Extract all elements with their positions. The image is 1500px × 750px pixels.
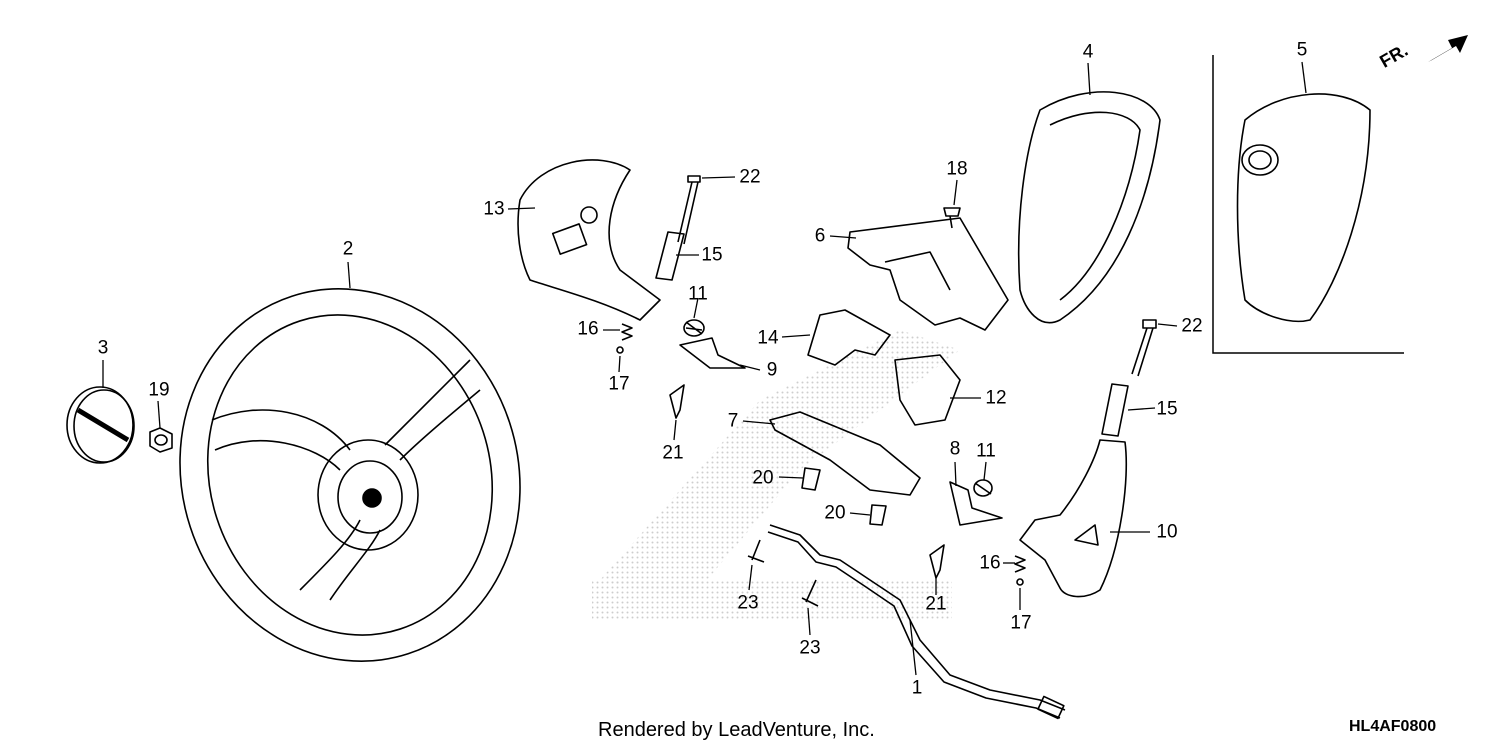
part-19-nut: [149, 427, 173, 453]
part-label-22b: 22: [1181, 315, 1203, 337]
part-23a-screw: [747, 539, 765, 563]
part-label-15a: 15: [701, 244, 723, 266]
part-7-switch-base: [769, 411, 921, 496]
part-13-left-cover: [517, 159, 661, 321]
part-15a-collar: [655, 231, 685, 281]
part-18-screw: [943, 207, 961, 229]
part-22a-bolt: [677, 175, 701, 245]
part-label-22a: 22: [739, 166, 761, 188]
part-2-steering-wheel: [179, 288, 521, 662]
part-label-20b: 20: [824, 502, 846, 524]
render-credit: Rendered by LeadVenture, Inc.: [598, 719, 875, 741]
part-label-7: 7: [727, 410, 739, 432]
part-1-harness: [767, 524, 1066, 720]
part-label-21b: 21: [925, 593, 947, 615]
part-label-21a: 21: [662, 442, 684, 464]
part-11a-spring: [683, 319, 705, 337]
part-20b-clip: [869, 504, 887, 526]
part-label-6: 6: [814, 225, 826, 247]
front-direction-arrow-icon: [1428, 35, 1468, 62]
part-17b-ball: [1016, 578, 1024, 586]
part-label-20a: 20: [752, 467, 774, 489]
part-10-right-cover: [1019, 439, 1128, 598]
part-3-emblem: [66, 386, 135, 464]
part-15b-collar: [1101, 383, 1129, 437]
part-21b-pin: [929, 544, 945, 579]
leader-lines: [102, 61, 1307, 676]
part-label-23a: 23: [737, 592, 759, 614]
part-label-17b: 17: [1010, 612, 1032, 634]
part-8-plate: [949, 481, 1003, 526]
part-12-bracket: [894, 354, 961, 426]
part-label-17a: 17: [608, 373, 630, 395]
part-label-11a: 11: [688, 283, 708, 305]
part-4-pad: [1017, 91, 1161, 324]
part-label-19: 19: [148, 379, 170, 401]
part-label-4: 4: [1082, 41, 1094, 63]
part-5-pad-assembly: [1236, 93, 1371, 323]
front-direction-label: FR.: [1376, 39, 1412, 72]
part-label-3: 3: [97, 337, 109, 359]
part-label-16a: 16: [577, 318, 599, 340]
part-label-10: 10: [1156, 521, 1178, 543]
diagram-code: HL4AF0800: [1349, 718, 1437, 735]
part-label-16b: 16: [979, 552, 1001, 574]
part-17a-ball: [616, 346, 624, 354]
part-label-1: 1: [911, 677, 923, 699]
part-16a-spring: [621, 323, 633, 341]
part-20a-clip: [801, 467, 821, 491]
part-label-8: 8: [949, 438, 961, 460]
part-label-9: 9: [766, 359, 778, 381]
part-14-bracket: [807, 309, 891, 366]
part-9-plate: [679, 337, 746, 369]
part-23b-screw: [801, 579, 819, 607]
part-label-18: 18: [946, 158, 968, 180]
part-21a-pin: [669, 384, 685, 419]
part-label-12: 12: [985, 387, 1007, 409]
part-label-15b: 15: [1156, 398, 1178, 420]
part-label-13: 13: [483, 198, 505, 220]
part-16b-spring: [1014, 555, 1026, 573]
part-label-2: 2: [342, 238, 354, 260]
part-11b-spring: [973, 479, 993, 497]
part-label-11b: 11: [976, 440, 996, 462]
inset-frame: [1212, 55, 1404, 354]
part-22b-bolt: [1131, 319, 1157, 377]
part-6-upper-cover: [847, 217, 1009, 331]
part-label-23b: 23: [799, 637, 821, 659]
part-label-5: 5: [1296, 39, 1308, 61]
part-label-14: 14: [757, 327, 779, 349]
watermark: [592, 330, 960, 620]
